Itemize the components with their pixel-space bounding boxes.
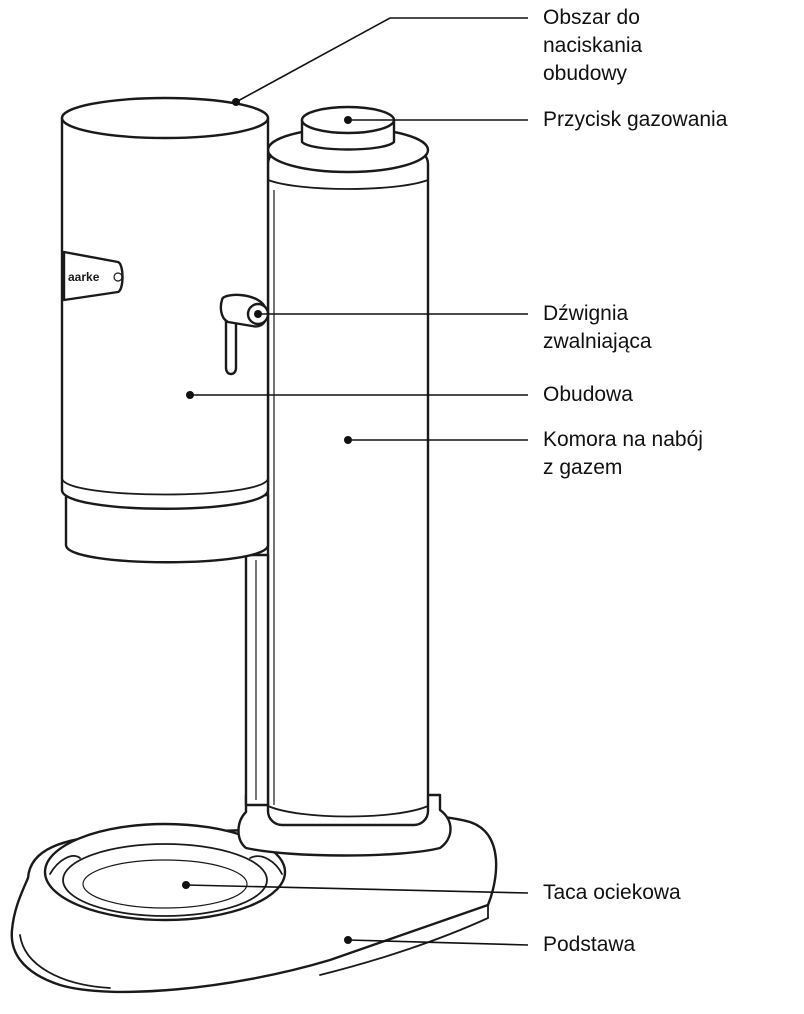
label-carbonation-button: Przycisk gazowania: [543, 106, 727, 134]
drip-tray: [43, 822, 287, 922]
label-line: Komora na nabój: [543, 428, 703, 451]
casing: [60, 96, 270, 564]
brand-badge: aarke: [62, 250, 124, 302]
label-line: Obszar do: [543, 6, 640, 29]
label-drip-tray: Taca ociekowa: [543, 879, 681, 907]
brand-logo-text: aarke: [68, 270, 100, 284]
label-line: Podstawa: [543, 933, 636, 956]
label-gas-cylinder-chamber: Komora na nabój z gazem: [543, 426, 703, 482]
label-casing: Obudowa: [543, 381, 633, 409]
release-lever: [219, 293, 270, 376]
label-line: Przycisk gazowania: [543, 108, 728, 131]
leader-casing-press-area: [232, 17, 528, 106]
stand-spine: [244, 553, 270, 807]
leader-base: [344, 936, 529, 946]
leader-release-lever: [254, 310, 528, 318]
gas-cylinder-chamber: [266, 126, 430, 827]
carbonation-button: [300, 105, 396, 151]
label-line: obudowy: [543, 62, 628, 85]
leader-casing: [186, 391, 528, 399]
label-release-lever: Dźwignia zwalniająca: [543, 300, 652, 356]
leader-gas-cylinder-chamber: [344, 436, 528, 444]
label-line: naciskania: [543, 34, 643, 57]
leader-drip-tray: [182, 881, 529, 894]
label-line: z gazem: [543, 456, 623, 479]
label-line: Taca ociekowa: [543, 881, 681, 904]
label-line: Obudowa: [543, 383, 633, 406]
leader-carbonation-button: [344, 116, 528, 124]
label-line: zwalniająca: [543, 330, 652, 353]
label-line: Dźwignia: [543, 302, 629, 325]
label-base: Podstawa: [543, 931, 635, 959]
label-casing-press-area: Obszar do naciskania obudowy: [543, 4, 642, 88]
